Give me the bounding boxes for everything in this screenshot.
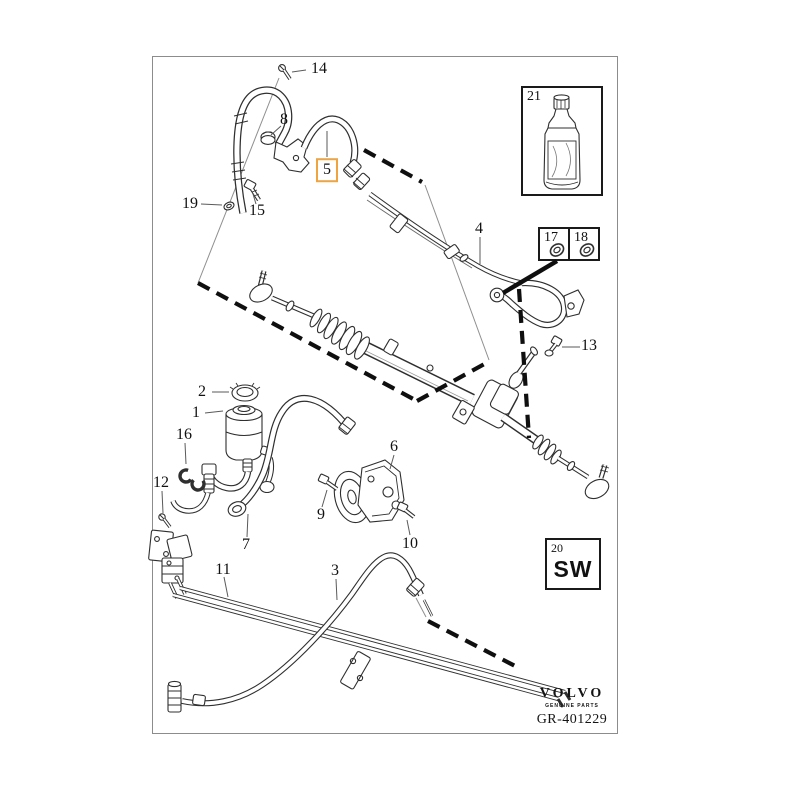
callout-5[interactable]: 5 <box>316 158 338 182</box>
callout-12[interactable]: 12 <box>153 474 169 492</box>
callout-21[interactable]: 21 <box>527 89 541 104</box>
callout-2[interactable]: 2 <box>198 383 206 401</box>
callout-14[interactable]: 14 <box>311 60 327 78</box>
brand-tagline: GENUINE PARTS <box>545 703 599 709</box>
callout-15[interactable]: 15 <box>249 202 265 220</box>
callout-13[interactable]: 13 <box>581 337 597 355</box>
callout-1[interactable]: 1 <box>192 404 200 422</box>
callout-4[interactable]: 4 <box>475 220 483 238</box>
callout-7[interactable]: 7 <box>242 536 250 554</box>
callout-20[interactable]: 20 <box>551 541 563 555</box>
callout-9[interactable]: 9 <box>317 506 325 524</box>
callout-6[interactable]: 6 <box>390 438 398 456</box>
steering-wheel-side-box: 20 SW <box>545 538 601 590</box>
callout-17[interactable]: 17 <box>544 230 558 245</box>
callout-3[interactable]: 3 <box>331 562 339 580</box>
callout-16[interactable]: 16 <box>176 426 192 444</box>
callout-11[interactable]: 11 <box>215 561 231 579</box>
sw-marking: SW <box>553 556 593 582</box>
callout-19[interactable]: 19 <box>182 195 198 213</box>
oring-cell-18: 18 <box>570 229 598 259</box>
callout-8[interactable]: 8 <box>280 111 288 129</box>
oring-cell-17: 17 <box>540 229 570 259</box>
callout-18[interactable]: 18 <box>574 230 588 245</box>
drawing-code: GR-401229 <box>536 712 608 727</box>
callout-10[interactable]: 10 <box>402 535 418 553</box>
